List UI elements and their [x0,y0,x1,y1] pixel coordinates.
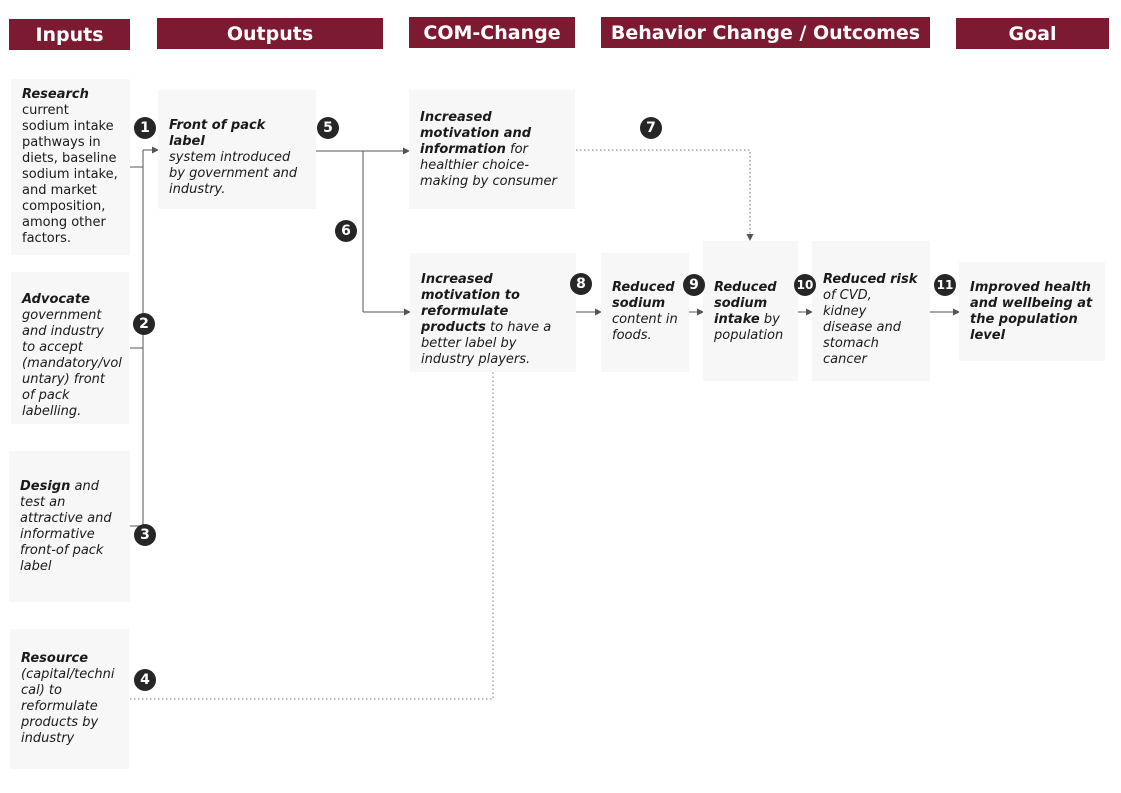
box-motivation-info: Increased motivation and information for… [409,90,575,209]
badge-4: 4 [134,669,156,691]
motivation-reform-text: to have a better label by industry playe… [421,320,552,367]
reduced-content-text: content in foods. [612,312,678,343]
motivation-info-text: for healthier choice-making by consumer [420,142,557,189]
badge-9: 9 [683,274,705,296]
box-resource: Resource (capital/techni cal) to reformu… [10,629,129,769]
front-label-text: system introduced by government and indu… [169,150,298,197]
research-bold: Research [22,87,89,102]
box-research: Research current sodium intake pathways … [11,79,130,255]
reduced-risk-text: of CVD, kidney disease and stomach cance… [823,288,901,367]
badge-1: 1 [134,117,156,139]
motivation-reform-bold: Increased motivation to reformulate prod… [421,272,520,335]
reduced-intake-bold: Reduced sodium intake [714,280,777,327]
header-com-change: COM-Change [409,17,575,48]
badge-5: 5 [317,117,339,139]
box-design: Design and test an attractive and inform… [9,451,130,602]
badge-2: 2 [133,313,155,335]
badge-6: 6 [335,220,357,242]
box-goal: Improved health and wellbeing at the pop… [959,262,1105,361]
box-reduced-content: Reduced sodium content in foods. [601,253,689,372]
box-reduced-risk: Reduced risk of CVD, kidney disease and … [812,241,930,381]
box-front-label: Front of pack label system introduced by… [158,90,316,209]
reduced-intake-text: by population [714,312,784,343]
connector-resource-to-reform [130,372,494,700]
header-goal: Goal [956,18,1109,49]
research-text: current sodium intake pathways in diets,… [22,103,118,246]
header-outputs: Outputs [157,18,383,49]
reduced-risk-bold: Reduced risk [823,272,918,287]
connector-motivation-to-intake [576,149,754,241]
header-inputs: Inputs [9,19,130,50]
badge-8: 8 [570,273,592,295]
front-label-bold: Front of pack label [169,118,266,149]
box-advocate: Advocate government and industry to acce… [11,272,129,424]
motivation-info-bold: Increased motivation and information [420,110,532,157]
badge-10: 10 [794,274,816,296]
resource-text: (capital/techni cal) to reformulate prod… [21,667,115,746]
goal-bold: Improved health and wellbeing at the pop… [970,280,1093,343]
reduced-content-bold: Reduced sodium [612,280,675,311]
badge-7: 7 [640,117,662,139]
badge-11: 11 [934,274,956,296]
box-motivation-reform: Increased motivation to reformulate prod… [410,253,576,372]
badge-3: 3 [134,524,156,546]
design-bold: Design [20,479,71,494]
design-text: and test an attractive and informative f… [20,479,112,574]
advocate-text: government and industry to accept (manda… [22,308,122,419]
advocate-bold: Advocate [22,292,90,307]
box-reduced-intake: Reduced sodium intake by population [703,241,798,381]
resource-bold: Resource [21,651,89,666]
header-behavior-change: Behavior Change / Outcomes [601,17,930,48]
